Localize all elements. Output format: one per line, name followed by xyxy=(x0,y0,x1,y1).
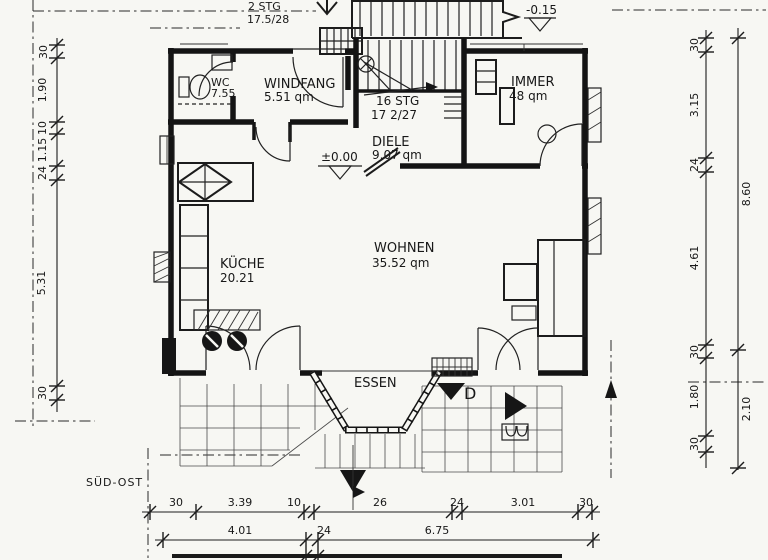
dim-b1-4: 24 xyxy=(450,496,464,509)
room-area-kueche: 20.21 xyxy=(220,271,254,285)
kitchen-door-swing xyxy=(255,126,291,162)
bay-window xyxy=(309,370,442,434)
stair-direction-arrow-icon xyxy=(426,82,438,92)
dimension-labels-bottom-1: 30 3.39 10 26 24 3.01 30 xyxy=(169,496,593,509)
drain-icon xyxy=(501,423,529,441)
room-area-windfang: 5.51 qm xyxy=(264,90,314,104)
construction-lines xyxy=(15,0,766,558)
dim-ri-5: 1.80 xyxy=(688,385,701,410)
cooktop xyxy=(202,331,247,351)
dim-b1-0: 30 xyxy=(169,496,183,509)
dim-b2-0: 4.01 xyxy=(228,524,253,537)
section-label: D xyxy=(464,384,476,403)
stair-exterior-count: 2 STG xyxy=(248,0,281,13)
dim-b2-1: 24 xyxy=(317,524,331,537)
dimension-labels-bottom-2: 4.01 24 6.75 xyxy=(228,524,450,537)
section-sight-arrow-icon xyxy=(605,380,617,398)
zimmer-door-swing xyxy=(539,123,583,167)
dimension-chain-bottom-1 xyxy=(142,503,600,521)
dim-b1-5: 3.01 xyxy=(511,496,536,509)
left-wall-window xyxy=(153,251,171,283)
kitchen-terrace-door-right xyxy=(255,325,301,371)
room-label-wc: WC xyxy=(211,76,230,89)
stair-exterior xyxy=(351,0,522,39)
wc-fixtures xyxy=(178,54,233,105)
terrace-left xyxy=(179,378,349,467)
level-entry-value: -0.15 xyxy=(526,3,557,17)
dim-ro-1: 2.10 xyxy=(740,397,753,422)
sink xyxy=(193,309,261,331)
stair-interior xyxy=(357,40,462,119)
dim-left-6: 30 xyxy=(36,386,49,400)
room-label-windfang: WINDFANG xyxy=(264,77,335,92)
entry-arrow-icon xyxy=(316,0,338,16)
dim-left-4: 24 xyxy=(36,166,49,180)
stair-interior-dim: 17 2/27 xyxy=(371,108,417,122)
room-area-diele: 9.07 qm xyxy=(372,148,422,162)
dimension-chain-bottom-2 xyxy=(155,531,600,549)
dimension-labels-left: 30 1.90 10 1.15 24 5.31 30 xyxy=(35,45,50,400)
entry-door-swing xyxy=(292,56,344,108)
room-area-zimmer: 48 qm xyxy=(509,89,547,103)
wohnen-terrace-door-right xyxy=(495,327,539,371)
stair-interior-count: 16 STG xyxy=(376,94,419,108)
dim-left-0: 30 xyxy=(37,45,50,59)
wohnen-terrace-door-left xyxy=(477,327,521,371)
dim-b1-6: 30 xyxy=(579,496,593,509)
level-ground-value: ±0.00 xyxy=(321,150,358,164)
right-wall-window-2 xyxy=(587,197,602,255)
interior-walls xyxy=(168,38,588,372)
room-label-essen: ESSEN xyxy=(354,376,397,391)
room-label-zimmer: IMMER xyxy=(511,75,555,90)
flag-icon xyxy=(353,486,365,498)
diele-wohnen-door xyxy=(363,147,401,177)
dim-ri-2: 24 xyxy=(688,158,701,172)
dimension-chain-bottom-3 xyxy=(172,547,562,560)
dim-left-5: 5.31 xyxy=(35,271,48,296)
dim-left-1: 1.90 xyxy=(36,78,49,103)
dimension-labels-right-inner: 30 3.15 24 4.61 30 1.80 30 xyxy=(688,38,701,451)
dim-left-2: 10 xyxy=(36,121,49,135)
stair-exterior-dim: 17.5/28 xyxy=(247,13,289,26)
room-label-diele: DIELE xyxy=(372,135,410,150)
dim-ri-1: 3.15 xyxy=(688,93,701,118)
wohnen-furniture xyxy=(503,239,586,337)
dim-ri-4: 30 xyxy=(688,345,701,359)
wc-door-swing xyxy=(198,61,234,97)
dim-ri-0: 30 xyxy=(688,38,701,52)
room-area-wohnen: 35.52 qm xyxy=(372,256,429,270)
right-wall-window-1 xyxy=(587,87,602,143)
level-marker-entry xyxy=(524,17,556,32)
zimmer-furniture xyxy=(475,59,602,255)
dimension-labels-right-outer: 8.60 2.10 xyxy=(740,182,753,422)
terrace-right xyxy=(421,385,563,473)
bay-steps xyxy=(315,434,425,469)
dim-ri-6: 30 xyxy=(688,437,701,451)
wall-pier xyxy=(162,338,176,374)
stair-break-icon xyxy=(502,0,522,38)
dimension-chain-right-inner xyxy=(697,30,715,468)
dimension-chain-right-outer xyxy=(729,28,747,475)
section-triangle-icon xyxy=(437,383,465,400)
direction-triangle-icon xyxy=(505,392,527,420)
dim-ri-3: 4.61 xyxy=(688,246,701,271)
dim-b1-1: 3.39 xyxy=(228,496,253,509)
dim-b1-3: 26 xyxy=(373,496,387,509)
room-area-wc: 7.55 xyxy=(211,87,236,100)
dim-ro-0: 8.60 xyxy=(740,182,753,207)
kitchen-fixtures xyxy=(177,162,261,351)
exterior-markers xyxy=(340,357,529,510)
dim-left-3: 1.15 xyxy=(36,138,49,163)
dim-b1-2: 10 xyxy=(287,496,301,509)
room-label-wohnen: WOHNEN xyxy=(374,241,435,256)
door-mat-steps xyxy=(431,357,473,377)
orientation-label: SÜD-OST xyxy=(86,476,143,489)
dim-b2-2: 6.75 xyxy=(425,524,450,537)
dimension-chain-left xyxy=(48,38,66,412)
level-marker-ground xyxy=(318,165,362,180)
room-label-kueche: KÜCHE xyxy=(220,255,265,272)
